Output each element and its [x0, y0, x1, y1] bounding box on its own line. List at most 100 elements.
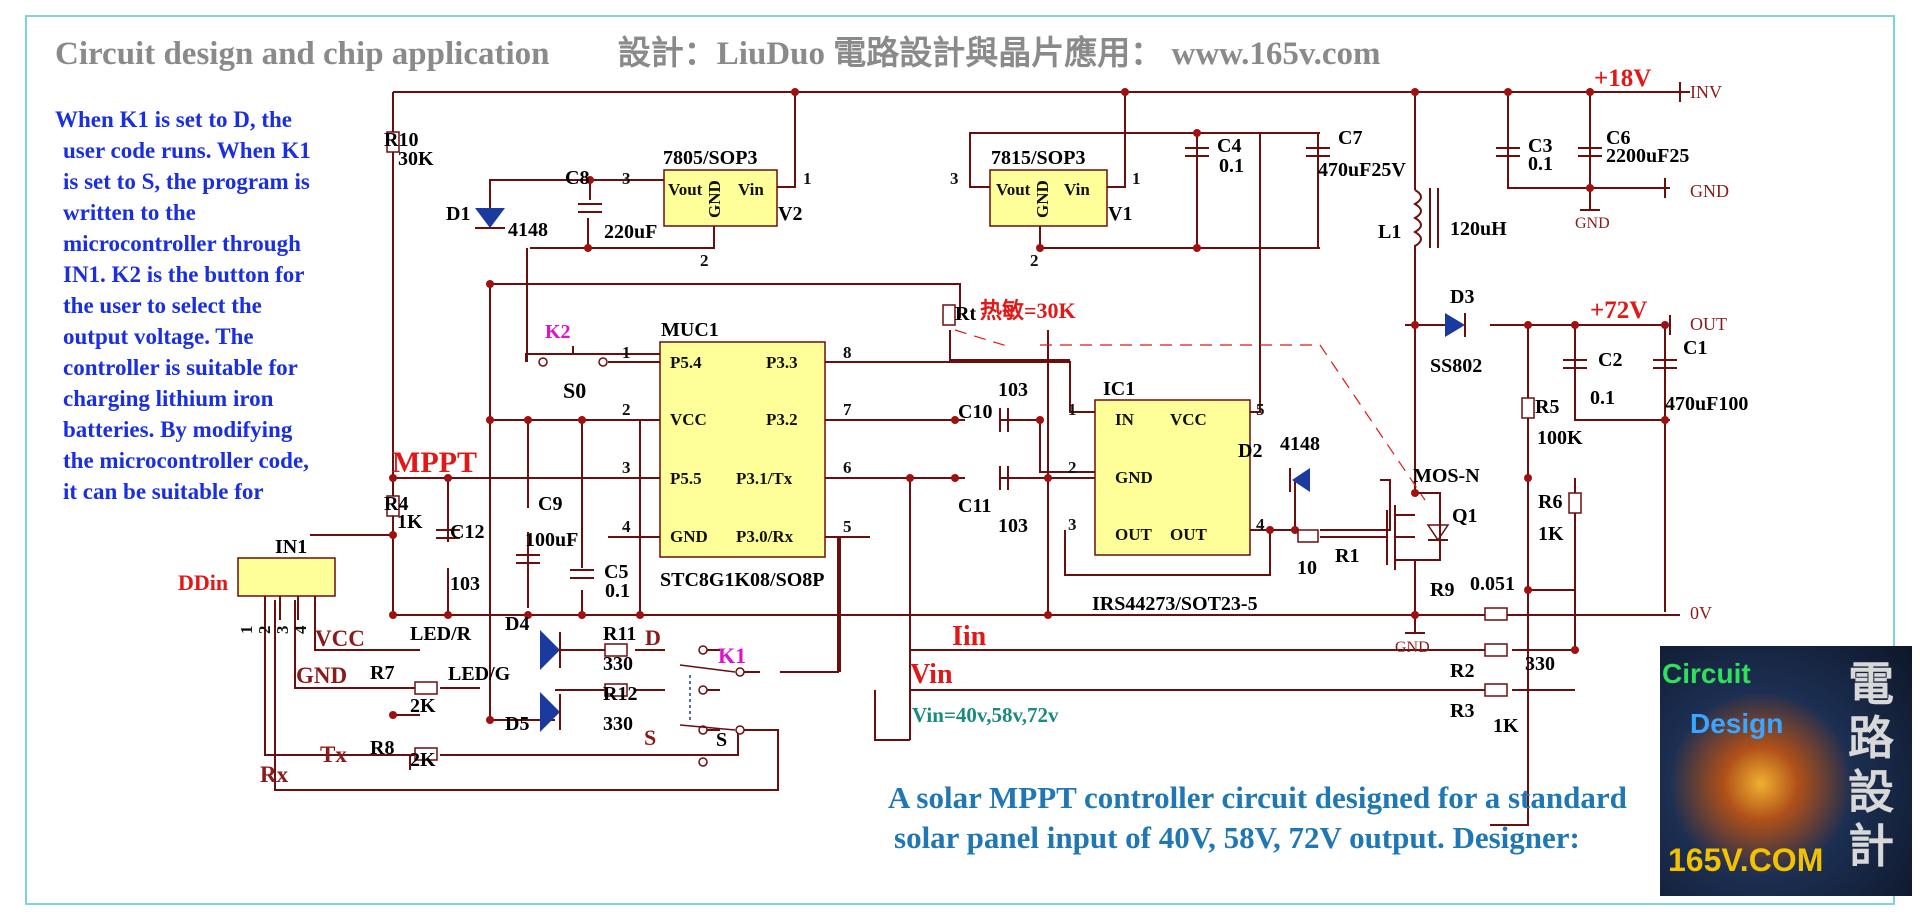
in1-header: IN1 1 2 3 4 VCC GND Tx Rx: [237, 536, 365, 787]
svg-text:C9: C9: [538, 493, 562, 515]
svg-text:C6: C6: [1606, 127, 1630, 149]
svg-text:Vout: Vout: [996, 180, 1031, 199]
svg-text:热敏=30K: 热敏=30K: [980, 298, 1076, 323]
svg-text:1: 1: [1068, 400, 1077, 419]
svg-text:GND: GND: [1115, 468, 1153, 487]
svg-text:470uF100: 470uF100: [1665, 393, 1748, 415]
svg-text:IN: IN: [1115, 410, 1135, 429]
description-line: output voltage. The: [63, 324, 254, 349]
svg-text:2K: 2K: [410, 749, 436, 771]
svg-text:0.1: 0.1: [1528, 153, 1553, 175]
svg-text:GND: GND: [296, 663, 347, 688]
svg-text:Vin: Vin: [738, 180, 764, 199]
page-frame: [25, 15, 1895, 905]
svg-text:MUC1: MUC1: [661, 319, 719, 341]
svg-text:GND: GND: [705, 180, 724, 218]
component-labels: R10 30K D1 4148 C8 220uF C4 0.1 C7 470uF…: [370, 127, 1748, 771]
svg-text:VCC: VCC: [315, 626, 365, 651]
svg-text:R8: R8: [370, 737, 394, 759]
svg-text:Vin: Vin: [1064, 180, 1090, 199]
svg-text:4148: 4148: [508, 219, 548, 241]
svg-text:0.1: 0.1: [1590, 387, 1615, 409]
description-line: When K1 is set to D, the: [55, 107, 293, 132]
description-line: batteries. By modifying: [63, 417, 293, 442]
svg-text:100uF: 100uF: [525, 529, 578, 551]
svg-text:1: 1: [1132, 169, 1141, 188]
regulator-7805: 7805/SOP3 Vout Vin GND V2 1 2 3: [622, 147, 812, 270]
header-right: 設計：LiuDuo 電路設計與晶片應用： www.165v.com: [617, 36, 1381, 72]
svg-text:MPPT: MPPT: [392, 446, 477, 479]
svg-text:C5: C5: [604, 561, 628, 583]
svg-text:C10: C10: [958, 401, 992, 423]
svg-text:D: D: [645, 625, 661, 650]
svg-text:1K: 1K: [397, 511, 423, 533]
svg-text:220uF: 220uF: [604, 221, 657, 243]
svg-text:4: 4: [1256, 515, 1265, 534]
svg-text:+72V: +72V: [1590, 297, 1647, 324]
svg-text:Vout: Vout: [668, 180, 703, 199]
svg-text:0.1: 0.1: [605, 580, 630, 602]
svg-text:4: 4: [622, 517, 631, 536]
svg-text:GND: GND: [670, 527, 708, 546]
svg-text:P5.4: P5.4: [670, 353, 702, 372]
svg-text:4148: 4148: [1280, 433, 1320, 455]
svg-text:3: 3: [622, 169, 631, 188]
svg-text:GND: GND: [1575, 215, 1610, 232]
svg-text:Vin: Vin: [910, 659, 953, 690]
footer-caption: A solar MPPT controller circuit designed…: [888, 778, 1627, 858]
description-line: user code runs. When K1: [63, 138, 311, 163]
svg-text:R9: R9: [1430, 579, 1454, 601]
svg-text:S0: S0: [563, 378, 586, 403]
svg-text:VCC: VCC: [1170, 410, 1207, 429]
svg-text:LED/R: LED/R: [410, 623, 472, 645]
svg-text:V1: V1: [1108, 203, 1132, 225]
svg-text:IN1: IN1: [275, 536, 307, 558]
description-line: the microcontroller code,: [63, 448, 309, 473]
mcu-chip: MUC1 STC8G1K08/SO8P P5.4 VCC P5.5 GND P3…: [608, 319, 870, 591]
svg-text:MOS-N: MOS-N: [1413, 465, 1480, 487]
svg-text:Rt: Rt: [955, 303, 976, 325]
svg-text:330: 330: [603, 713, 633, 735]
logo-image: Circuit Design 電 路 設 計 165V.COM: [1660, 646, 1912, 896]
svg-text:GND: GND: [1690, 181, 1729, 201]
svg-text:0.1: 0.1: [1219, 155, 1244, 177]
svg-text:GND: GND: [1033, 180, 1052, 218]
svg-text:VCC: VCC: [670, 410, 707, 429]
svg-text:2: 2: [1068, 458, 1077, 477]
svg-text:K2: K2: [545, 321, 571, 343]
svg-text:D5: D5: [505, 713, 529, 735]
svg-text:P3.0/Rx: P3.0/Rx: [736, 527, 794, 546]
svg-text:V2: V2: [778, 203, 802, 225]
svg-text:30K: 30K: [398, 148, 434, 170]
svg-text:3: 3: [622, 458, 631, 477]
svg-text:S: S: [644, 725, 656, 750]
logo-char: 設: [1848, 766, 1894, 818]
svg-text:103: 103: [998, 379, 1028, 401]
svg-text:8: 8: [843, 343, 852, 362]
svg-text:103: 103: [998, 515, 1028, 537]
svg-text:5: 5: [1256, 400, 1265, 419]
svg-text:330: 330: [603, 653, 633, 675]
description-line: it can be suitable for: [63, 479, 264, 504]
svg-text:2: 2: [255, 626, 274, 635]
svg-text:2: 2: [700, 251, 709, 270]
description-line: is set to S, the program is: [63, 169, 310, 194]
svg-text:STC8G1K08/SO8P: STC8G1K08/SO8P: [660, 569, 824, 591]
logo-char: 電: [1848, 658, 1894, 710]
capacitors: [436, 147, 1677, 579]
svg-text:R10: R10: [384, 129, 418, 151]
svg-text:P3.2: P3.2: [766, 410, 798, 429]
svg-text:C8: C8: [565, 167, 589, 189]
svg-text:R5: R5: [1535, 396, 1559, 418]
svg-text:K1: K1: [718, 643, 746, 668]
svg-text:Vin=40v,58v,72v: Vin=40v,58v,72v: [912, 703, 1059, 727]
svg-text:4: 4: [291, 625, 310, 634]
svg-text:IRS44273/SOT23-5: IRS44273/SOT23-5: [1092, 593, 1258, 615]
svg-text:330: 330: [1525, 653, 1555, 675]
svg-text:OUT: OUT: [1170, 525, 1208, 544]
svg-text:1: 1: [622, 343, 631, 362]
svg-text:Rx: Rx: [260, 762, 289, 787]
description-line: IN1. K2 is the button for: [63, 262, 305, 287]
svg-text:R7: R7: [370, 662, 394, 684]
svg-text:C7: C7: [1338, 127, 1362, 149]
